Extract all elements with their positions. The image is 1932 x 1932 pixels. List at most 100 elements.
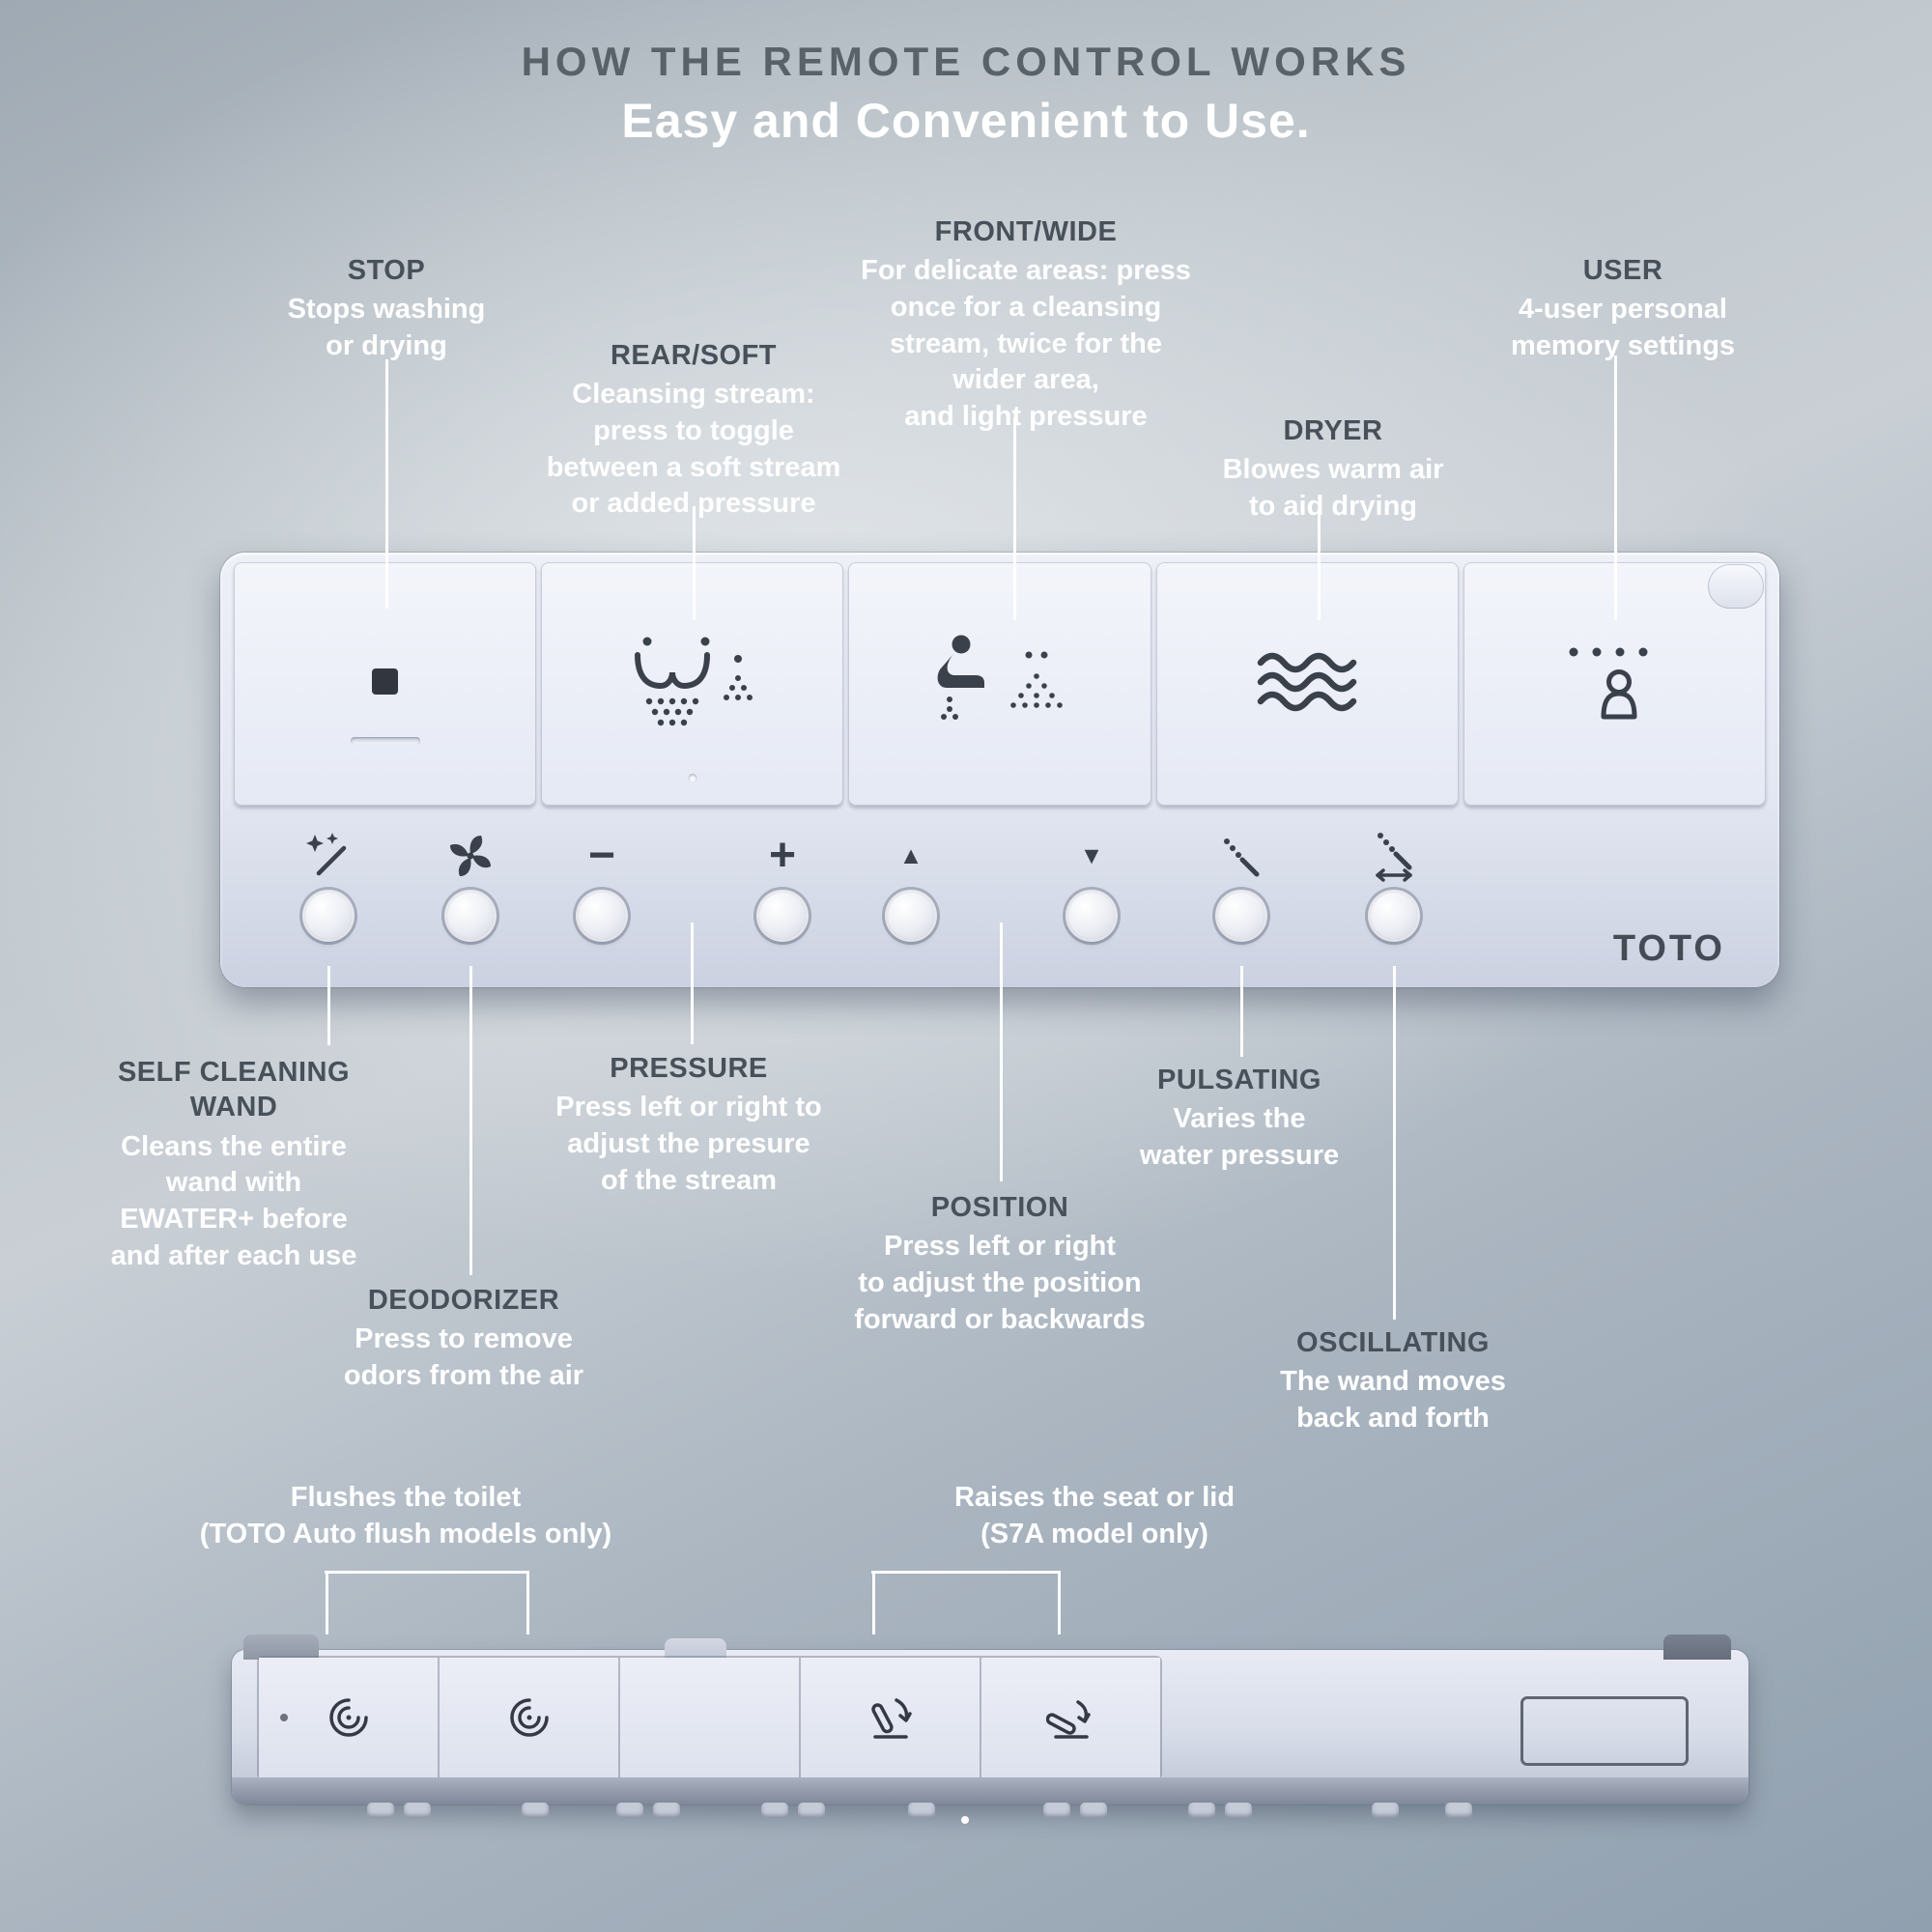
- side-nub: [1225, 1803, 1252, 1818]
- side-bottom-edge: [232, 1777, 1748, 1804]
- callout-user-title: USER: [1582, 255, 1663, 286]
- callout-dryer-title: DRYER: [1283, 415, 1383, 446]
- callout-deodorizer-desc: Press to remove odors from the air: [343, 1323, 584, 1391]
- side-blank-panel: [620, 1658, 801, 1777]
- position-backward-button: [1068, 893, 1115, 939]
- flush-light-swirl-icon: [509, 1698, 549, 1737]
- callout-self-cleaning: SELF CLEANING WAND Cleans the entire wan…: [111, 1055, 357, 1274]
- side-knob-right: [1663, 1634, 1731, 1660]
- side-nub: [1188, 1803, 1215, 1818]
- callout-pulsating-title: PULSATING: [1157, 1065, 1321, 1095]
- flush-indicator-dot: [280, 1714, 288, 1721]
- pressure-plus-button-group: +: [759, 825, 806, 939]
- callout-line-front-wide: [1012, 417, 1016, 620]
- callout-position: POSITION Press left or right to adjust t…: [854, 1190, 1145, 1338]
- seat-bracket-left: [871, 1571, 875, 1634]
- callout-pulsating: PULSATING Varies the water pressure: [1140, 1063, 1339, 1175]
- oscillating-button-group: [1369, 825, 1419, 939]
- callout-line-deodorizer: [469, 966, 472, 1275]
- page-title: HOW THE REMOTE CONTROL WORKS: [521, 39, 1411, 84]
- callout-rear-soft-title: REAR/SOFT: [610, 340, 778, 371]
- rear-soft-indicator-dot: [688, 774, 697, 782]
- front-wide-icon: [937, 635, 1063, 720]
- callout-position-desc: Press left or right to adjust the positi…: [854, 1231, 1146, 1335]
- battery-panel-outline: [1520, 1696, 1689, 1766]
- side-nub: [616, 1803, 643, 1818]
- callout-line-pulsating: [1239, 966, 1243, 1057]
- flush-bracket-right: [526, 1571, 529, 1634]
- side-center-dot: [961, 1816, 969, 1824]
- dryer-button: [1155, 562, 1459, 806]
- seat-raise-button: [801, 1658, 981, 1777]
- callout-dryer-desc: Blowes warm air to aid drying: [1222, 454, 1444, 522]
- callout-line-dryer: [1317, 510, 1321, 620]
- page-subtitle: Easy and Convenient to Use.: [621, 94, 1311, 148]
- flush-bracket-bar: [325, 1571, 529, 1574]
- flush-label: Flushes the toilet (TOTO Auto flush mode…: [200, 1480, 611, 1552]
- flush-swirl-icon: [328, 1698, 368, 1737]
- callout-user-desc: 4-user personal memory settings: [1510, 294, 1736, 361]
- callout-stop-title: STOP: [347, 255, 426, 286]
- side-nub: [522, 1803, 549, 1818]
- pressure-plus-icon: +: [769, 825, 796, 887]
- dryer-icon: [1257, 652, 1357, 712]
- pressure-minus-icon: −: [588, 825, 615, 887]
- side-nub: [404, 1803, 431, 1818]
- self-cleaning-wand-button: [305, 893, 352, 939]
- seat-raise-icon: [870, 1698, 912, 1739]
- callout-front-wide: FRONT/WIDE For delicate areas: press onc…: [861, 214, 1191, 436]
- seat-lid-label-text: Raises the seat or lid (S7A model only): [953, 1482, 1236, 1549]
- callout-stop: STOP Stops washing or drying: [288, 253, 486, 365]
- pulsating-button-group: [1216, 825, 1266, 939]
- callout-front-wide-desc: For delicate areas: press once for a cle…: [861, 255, 1191, 432]
- lid-raise-icon: [1045, 1700, 1091, 1739]
- self-cleaning-wand-icon: [303, 825, 354, 887]
- position-forward-button-group: ▲: [888, 825, 934, 939]
- flush-label-text: Flushes the toilet (TOTO Auto flush mode…: [199, 1482, 612, 1549]
- callout-line-oscillating: [1392, 966, 1396, 1320]
- callout-front-wide-title: FRONT/WIDE: [934, 216, 1118, 247]
- callout-deodorizer: DEODORIZER Press to remove odors from th…: [344, 1283, 583, 1395]
- callout-position-title: POSITION: [930, 1192, 1069, 1223]
- lid-raise-button: [981, 1658, 1160, 1777]
- callout-pressure: PRESSURE Press left or right to adjust t…: [555, 1051, 822, 1199]
- stop-icon: [350, 668, 420, 745]
- side-nub: [653, 1803, 680, 1818]
- deodorizer-icon: [445, 825, 496, 887]
- header: HOW THE REMOTE CONTROL WORKS Easy and Co…: [0, 39, 1932, 149]
- callout-pulsating-desc: Varies the water pressure: [1139, 1103, 1340, 1171]
- callout-oscillating-desc: The wand moves back and forth: [1280, 1366, 1506, 1434]
- callout-self-cleaning-title: SELF CLEANING WAND: [117, 1057, 351, 1123]
- position-backward-button-group: ▼: [1068, 825, 1115, 939]
- callout-rear-soft-desc: Cleansing stream: press to toggle betwee…: [546, 379, 841, 520]
- pressure-minus-button: [579, 893, 625, 939]
- self-cleaning-wand-button-group: [303, 825, 354, 939]
- callout-rear-soft: REAR/SOFT Cleansing stream: press to tog…: [547, 338, 841, 523]
- deodorizer-button: [447, 893, 494, 939]
- callout-dryer: DRYER Blowes warm air to aid drying: [1223, 413, 1444, 526]
- callout-line-rear-soft: [692, 506, 696, 620]
- pulsating-icon: [1216, 825, 1266, 887]
- remote-control-front-view: − + ▲ ▼: [220, 553, 1779, 987]
- side-nub: [1080, 1803, 1107, 1818]
- callout-oscillating-title: OSCILLATING: [1296, 1327, 1490, 1358]
- side-nub: [367, 1803, 394, 1818]
- seat-bracket-right: [1057, 1571, 1061, 1634]
- triangle-up-glyph: ▲: [898, 841, 923, 869]
- callout-deodorizer-title: DEODORIZER: [367, 1285, 560, 1316]
- pressure-minus-button-group: −: [579, 825, 625, 939]
- front-wide-button: [848, 562, 1151, 806]
- plus-glyph: +: [768, 830, 797, 881]
- user-icon: [1569, 647, 1648, 720]
- callout-pressure-desc: Press left or right to adjust the presur…: [555, 1092, 822, 1196]
- seat-lid-label: Raises the seat or lid (S7A model only): [954, 1480, 1235, 1552]
- side-nub: [1043, 1803, 1070, 1818]
- remote-control-side-view: [232, 1634, 1748, 1824]
- position-backward-icon: ▼: [1080, 825, 1104, 887]
- side-nub: [1372, 1803, 1399, 1818]
- position-forward-button: [888, 893, 934, 939]
- callout-user: USER 4-user personal memory settings: [1511, 253, 1735, 365]
- callout-line-pressure: [690, 923, 694, 1044]
- auto-flush-light-button: [440, 1658, 620, 1777]
- oscillating-icon: [1369, 825, 1419, 887]
